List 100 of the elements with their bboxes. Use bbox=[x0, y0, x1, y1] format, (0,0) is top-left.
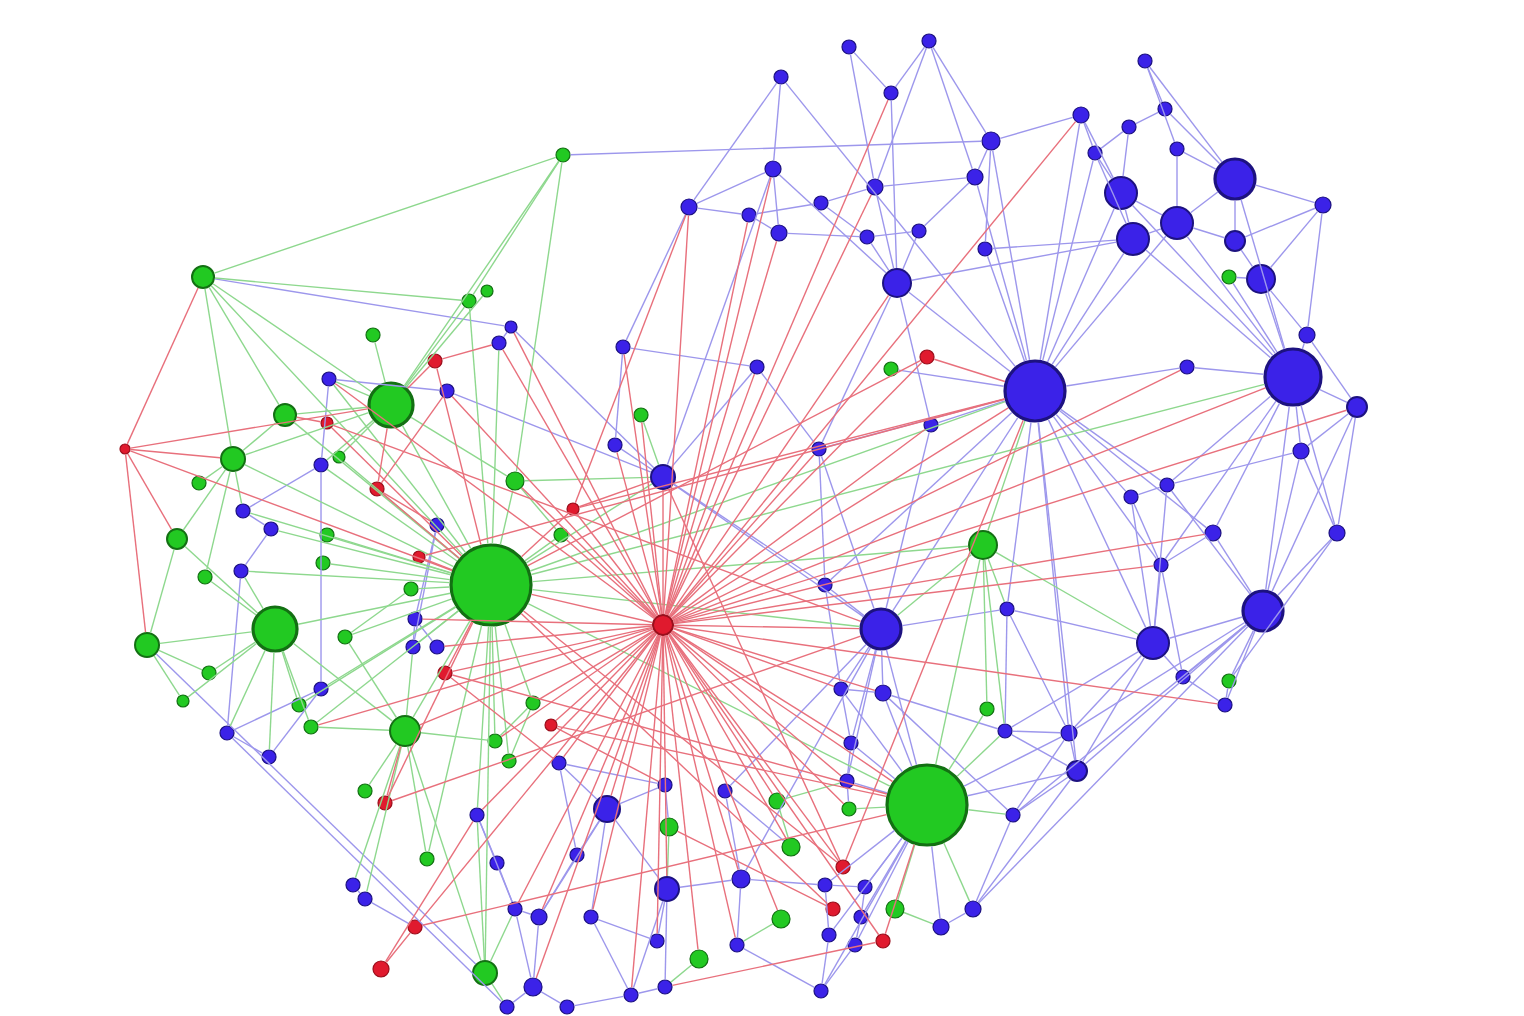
network-node bbox=[176, 694, 190, 708]
network-node bbox=[1346, 396, 1368, 418]
network-node bbox=[449, 543, 533, 627]
network-node bbox=[839, 773, 855, 789]
network-node bbox=[569, 847, 585, 863]
network-node bbox=[981, 131, 1001, 151]
network-node bbox=[119, 443, 131, 455]
network-node bbox=[1224, 230, 1246, 252]
network-node bbox=[1314, 196, 1332, 214]
network-node bbox=[461, 293, 477, 309]
network-node bbox=[932, 918, 950, 936]
network-node bbox=[968, 530, 998, 560]
network-node bbox=[551, 755, 567, 771]
network-node bbox=[623, 987, 639, 1003]
network-node bbox=[1116, 222, 1150, 256]
network-node bbox=[191, 475, 207, 491]
network-node bbox=[817, 877, 833, 893]
network-node bbox=[332, 450, 346, 464]
network-node bbox=[1204, 524, 1222, 542]
network-node bbox=[657, 777, 673, 793]
network-node bbox=[1160, 206, 1194, 240]
network-node bbox=[825, 901, 841, 917]
network-node bbox=[472, 960, 498, 986]
network-node bbox=[1213, 157, 1257, 201]
network-node bbox=[427, 353, 443, 369]
network-node bbox=[1159, 477, 1175, 493]
network-node bbox=[1157, 101, 1173, 117]
network-node bbox=[749, 359, 765, 375]
network-node bbox=[523, 977, 543, 997]
network-node bbox=[407, 611, 423, 627]
network-node bbox=[530, 908, 548, 926]
network-node bbox=[501, 753, 517, 769]
network-node bbox=[235, 503, 251, 519]
network-node bbox=[412, 550, 426, 564]
network-node bbox=[689, 949, 709, 969]
network-node bbox=[303, 719, 319, 735]
network-node bbox=[729, 937, 745, 953]
network-node bbox=[321, 371, 337, 387]
network-node bbox=[923, 417, 939, 433]
network-node bbox=[853, 909, 869, 925]
network-node bbox=[649, 933, 665, 949]
network-node bbox=[977, 241, 993, 257]
network-node bbox=[197, 569, 213, 585]
network-node bbox=[875, 933, 891, 949]
network-node bbox=[429, 517, 445, 533]
network-node bbox=[1003, 359, 1067, 423]
network-node bbox=[377, 795, 393, 811]
network-node bbox=[1217, 697, 1233, 713]
network-node bbox=[313, 681, 329, 697]
network-node bbox=[1292, 442, 1310, 460]
network-node bbox=[882, 268, 912, 298]
network-node bbox=[261, 749, 277, 765]
network-node bbox=[1104, 176, 1138, 210]
network-node bbox=[403, 581, 419, 597]
network-node bbox=[505, 471, 525, 491]
network-node bbox=[979, 701, 995, 717]
network-node bbox=[504, 320, 518, 334]
network-node bbox=[480, 284, 494, 298]
network-node bbox=[219, 725, 235, 741]
network-node bbox=[337, 629, 353, 645]
network-node bbox=[964, 900, 982, 918]
network-node bbox=[345, 877, 361, 893]
network-node bbox=[251, 605, 299, 653]
network-node bbox=[813, 195, 829, 211]
network-node bbox=[487, 733, 503, 749]
network-node bbox=[657, 979, 673, 995]
network-node bbox=[201, 665, 217, 681]
network-node bbox=[813, 983, 829, 999]
network-node bbox=[220, 446, 246, 472]
network-node bbox=[817, 577, 833, 593]
network-node bbox=[357, 891, 373, 907]
network-node bbox=[405, 639, 421, 655]
network-node bbox=[1298, 326, 1316, 344]
network-node bbox=[997, 723, 1013, 739]
network-node bbox=[319, 527, 335, 543]
network-node bbox=[1328, 524, 1346, 542]
network-node bbox=[555, 147, 571, 163]
network-node bbox=[372, 960, 390, 978]
network-node bbox=[134, 632, 160, 658]
network-node bbox=[369, 481, 385, 497]
network-node bbox=[921, 33, 937, 49]
network-node bbox=[717, 783, 733, 799]
network-node bbox=[263, 521, 279, 537]
network-node bbox=[419, 851, 435, 867]
network-node bbox=[559, 999, 575, 1015]
network-node bbox=[469, 807, 485, 823]
network-node bbox=[811, 441, 827, 457]
network-node bbox=[857, 879, 873, 895]
network-node bbox=[1221, 673, 1237, 689]
network-node bbox=[768, 792, 786, 810]
network-node bbox=[885, 763, 969, 847]
network-node bbox=[1123, 489, 1139, 505]
network-node bbox=[1241, 589, 1285, 633]
network-node bbox=[566, 502, 580, 516]
network-node bbox=[1087, 145, 1103, 161]
network-node bbox=[859, 229, 875, 245]
network-node bbox=[507, 901, 523, 917]
network-node bbox=[1066, 760, 1088, 782]
network-node bbox=[1072, 106, 1090, 124]
network-node bbox=[866, 178, 884, 196]
